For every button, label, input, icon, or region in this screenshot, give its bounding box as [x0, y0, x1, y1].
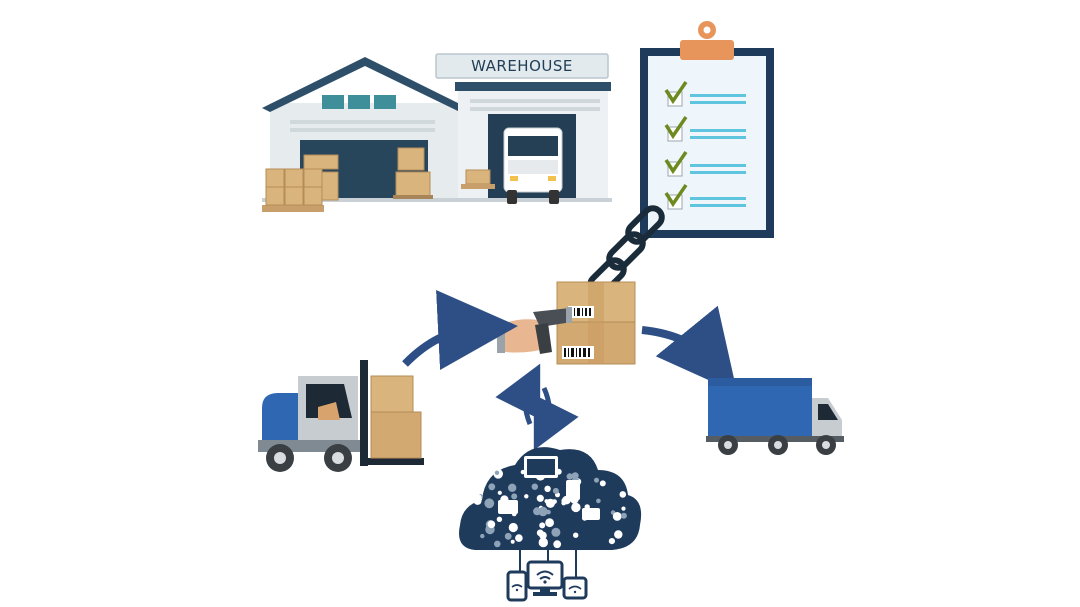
cloud-device-dot: [553, 540, 562, 549]
cloud-device-dot: [614, 530, 623, 539]
cloud-device-dot: [484, 498, 495, 509]
cloud-device-dot: [571, 502, 581, 513]
cloud-device-dot: [497, 490, 502, 495]
cloud-device-dot: [488, 483, 496, 491]
cloud-device-dot: [494, 540, 501, 548]
cloud-device-dot: [515, 534, 523, 542]
cloud-device-dot: [469, 477, 478, 486]
cloud-device-dot: [573, 532, 579, 538]
clipboard-checklist-icon: [640, 21, 774, 238]
warehouse-sign: WAREHOUSE: [435, 53, 609, 79]
cloud-device-dot: [621, 506, 626, 511]
cloud-device-dot: [594, 477, 599, 483]
cloud-device-dot: [496, 516, 503, 522]
cloud-device-dot: [561, 500, 566, 506]
cloud-device-dot: [571, 472, 579, 480]
cloud-device-dot: [487, 520, 496, 529]
cloud-device-dot: [508, 522, 518, 533]
pallet-boxes-left: [262, 154, 339, 212]
cloud-device-dot: [612, 512, 622, 521]
checklist-item: [664, 184, 746, 210]
cloud-device-dot: [524, 494, 529, 499]
cloud-device-dot: [544, 485, 551, 492]
flow-arrow-forklift-to-scanner: [402, 290, 518, 370]
cloud-device-dot: [620, 512, 627, 519]
warehouse-building-icon: WAREHOUSE: [262, 53, 612, 212]
cloud-device-dot: [508, 483, 517, 492]
forklift-icon: [258, 360, 424, 472]
cloud-device-dot: [504, 532, 512, 540]
checklist-item: [664, 81, 746, 107]
checklist-item: [664, 116, 746, 142]
cloud-device-dot: [552, 487, 559, 494]
flow-arrow-boxes-to-truck: [641, 305, 738, 393]
cloud-device-dot: [474, 494, 482, 502]
iot-cloud-icon: [459, 447, 642, 550]
cloud-device-dot: [531, 483, 538, 490]
cloud-device-dot: [480, 533, 485, 539]
cloud-device-dot: [510, 539, 515, 544]
pallet-boxes-right: [461, 169, 495, 189]
cloud-device-dot: [538, 537, 548, 548]
box-truck-icon: [706, 378, 844, 455]
cloud-device-dot: [494, 470, 500, 475]
package-boxes-icon: [556, 281, 636, 365]
cloud-device-dot: [536, 494, 544, 502]
cloud-device-dot: [545, 498, 556, 508]
cloud-device-dot: [545, 518, 554, 528]
cloud-device-dot: [596, 498, 601, 504]
barcode-label: [562, 346, 594, 359]
cloud-device-dot: [599, 480, 606, 487]
cloud-device-dot: [608, 538, 616, 545]
cloud-device-dot: [511, 493, 518, 500]
checklist-item: [664, 151, 746, 177]
cloud-device-dot: [551, 527, 561, 537]
cloud-device-dot: [538, 506, 548, 517]
cloud-device-dot: [539, 522, 546, 529]
warehouse-sign-label: WAREHOUSE: [471, 57, 573, 75]
cloud-device-dot: [539, 531, 547, 540]
cloud-device-dot: [566, 473, 573, 480]
two-way-sync-arrows-icon: [495, 363, 579, 451]
connected-devices-icon: [506, 550, 588, 602]
pallet-boxes-center: [393, 147, 433, 199]
delivery-van-icon: [503, 127, 563, 204]
cloud-device-dot: [619, 491, 627, 498]
